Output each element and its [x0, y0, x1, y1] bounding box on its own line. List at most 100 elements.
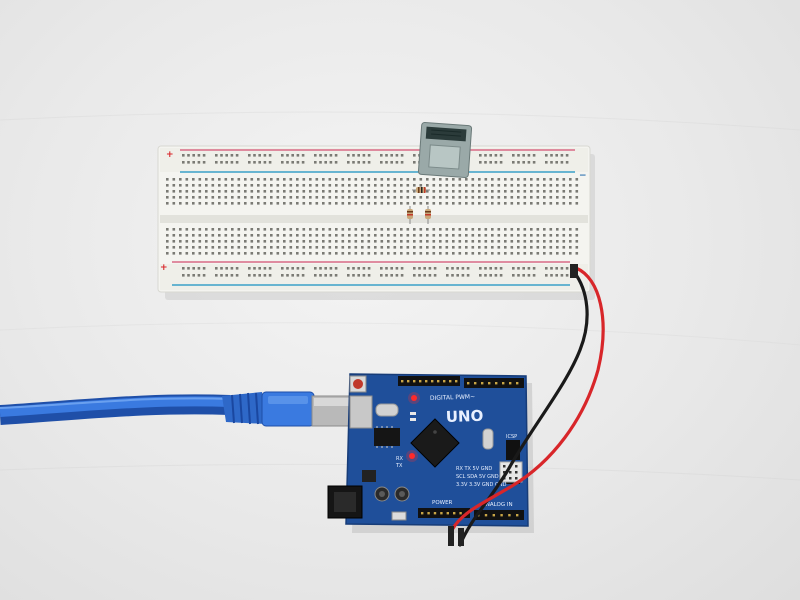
breadboard-hole	[484, 202, 488, 205]
breadboard-hole	[224, 240, 228, 243]
breadboard-hole	[276, 240, 280, 243]
breadboard-hole	[218, 246, 221, 249]
breadboard-hole	[314, 161, 317, 164]
breadboard-hole	[504, 196, 507, 199]
breadboard-hole	[413, 161, 416, 164]
breadboard-hole	[569, 190, 572, 193]
breadboard-hole	[215, 154, 218, 157]
breadboard-hole	[231, 178, 234, 181]
breadboard-hole	[197, 154, 201, 157]
breadboard-hole	[270, 196, 273, 199]
breadboard-hole	[439, 240, 442, 243]
breadboard-hole	[439, 246, 442, 249]
breadboard-hole	[258, 161, 261, 164]
breadboard-hole	[510, 184, 514, 187]
breadboard-hole	[380, 161, 383, 164]
breadboard-hole	[250, 252, 254, 255]
breadboard-hole	[257, 246, 260, 249]
top-plus-sign: +	[166, 150, 174, 160]
breadboard-hole	[380, 202, 384, 205]
breadboard-hole	[406, 202, 410, 205]
breadboard-hole	[413, 190, 416, 193]
breadboard-hole	[530, 228, 533, 231]
breadboard-hole	[348, 184, 351, 187]
breadboard-hole	[426, 190, 429, 193]
breadboard-hole	[380, 252, 384, 255]
breadboard-hole	[549, 228, 553, 231]
breadboard-hole	[390, 154, 393, 157]
breadboard-hole	[549, 184, 553, 187]
breadboard-hole	[185, 202, 189, 205]
breadboard-hole	[348, 228, 351, 231]
breadboard-hole	[536, 184, 540, 187]
breadboard-hole	[192, 190, 195, 193]
breadboard-hole	[510, 228, 514, 231]
breadboard-hole	[393, 228, 397, 231]
breadboard-hole	[523, 228, 527, 231]
breadboard-hole	[527, 161, 531, 164]
breadboard-hole	[192, 246, 195, 249]
breadboard-hole	[185, 196, 189, 199]
breadboard-hole	[172, 234, 176, 237]
breadboard-hole	[328, 178, 332, 181]
breadboard-hole	[237, 196, 241, 199]
header-pin	[502, 382, 505, 385]
breadboard-hole	[387, 178, 390, 181]
breadboard-hole	[479, 161, 482, 164]
header-pin	[474, 382, 477, 385]
breadboard-hole	[179, 178, 182, 181]
breadboard-hole	[185, 246, 189, 249]
breadboard-hole	[362, 267, 366, 270]
breadboard-hole	[530, 252, 533, 255]
breadboard-hole	[458, 190, 462, 193]
breadboard-hole	[283, 196, 286, 199]
breadboard-hole	[341, 202, 345, 205]
breadboard-hole	[452, 190, 455, 193]
breadboard-hole	[575, 234, 579, 237]
breadboard-hole	[315, 196, 319, 199]
breadboard-hole	[286, 274, 289, 277]
breadboard-hole	[523, 196, 527, 199]
breadboard-hole	[523, 240, 527, 243]
breadboard-hole	[348, 246, 351, 249]
breadboard-hole	[276, 234, 280, 237]
breadboard-hole	[198, 190, 202, 193]
breadboard-hole	[532, 274, 536, 277]
breadboard-hole	[172, 228, 176, 231]
breadboard-hole	[244, 202, 247, 205]
breadboard-hole	[445, 246, 449, 249]
breadboard-hole	[192, 178, 195, 181]
breadboard-hole	[231, 228, 234, 231]
breadboard-hole	[575, 202, 579, 205]
breadboard-hole	[244, 190, 247, 193]
breadboard-hole	[289, 190, 293, 193]
breadboard-hole	[322, 190, 325, 193]
breadboard-hole	[413, 154, 416, 157]
breadboard-hole	[250, 196, 254, 199]
breadboard-hole	[281, 274, 284, 277]
breadboard-hole	[286, 267, 289, 270]
breadboard-hole	[309, 196, 312, 199]
breadboard-hole	[560, 274, 564, 277]
breadboard-hole	[413, 267, 416, 270]
breadboard-hole	[296, 178, 299, 181]
breadboard-hole	[352, 161, 355, 164]
breadboard-hole	[231, 184, 234, 187]
breadboard-hole	[491, 202, 494, 205]
breadboard-hole	[244, 234, 247, 237]
breadboard-hole	[510, 252, 514, 255]
breadboard-hole	[237, 252, 241, 255]
breadboard-hole	[322, 246, 325, 249]
breadboard-hole	[198, 234, 202, 237]
breadboard-hole	[385, 161, 388, 164]
breadboard-hole	[250, 190, 254, 193]
breadboard-hole	[439, 190, 442, 193]
breadboard-hole	[433, 267, 437, 270]
breadboard-hole	[491, 234, 494, 237]
breadboard-hole	[387, 246, 390, 249]
breadboard-hole	[484, 196, 488, 199]
breadboard-hole	[276, 196, 280, 199]
breadboard-hole	[354, 202, 358, 205]
header-pin	[459, 512, 462, 515]
breadboard-hole	[205, 196, 208, 199]
